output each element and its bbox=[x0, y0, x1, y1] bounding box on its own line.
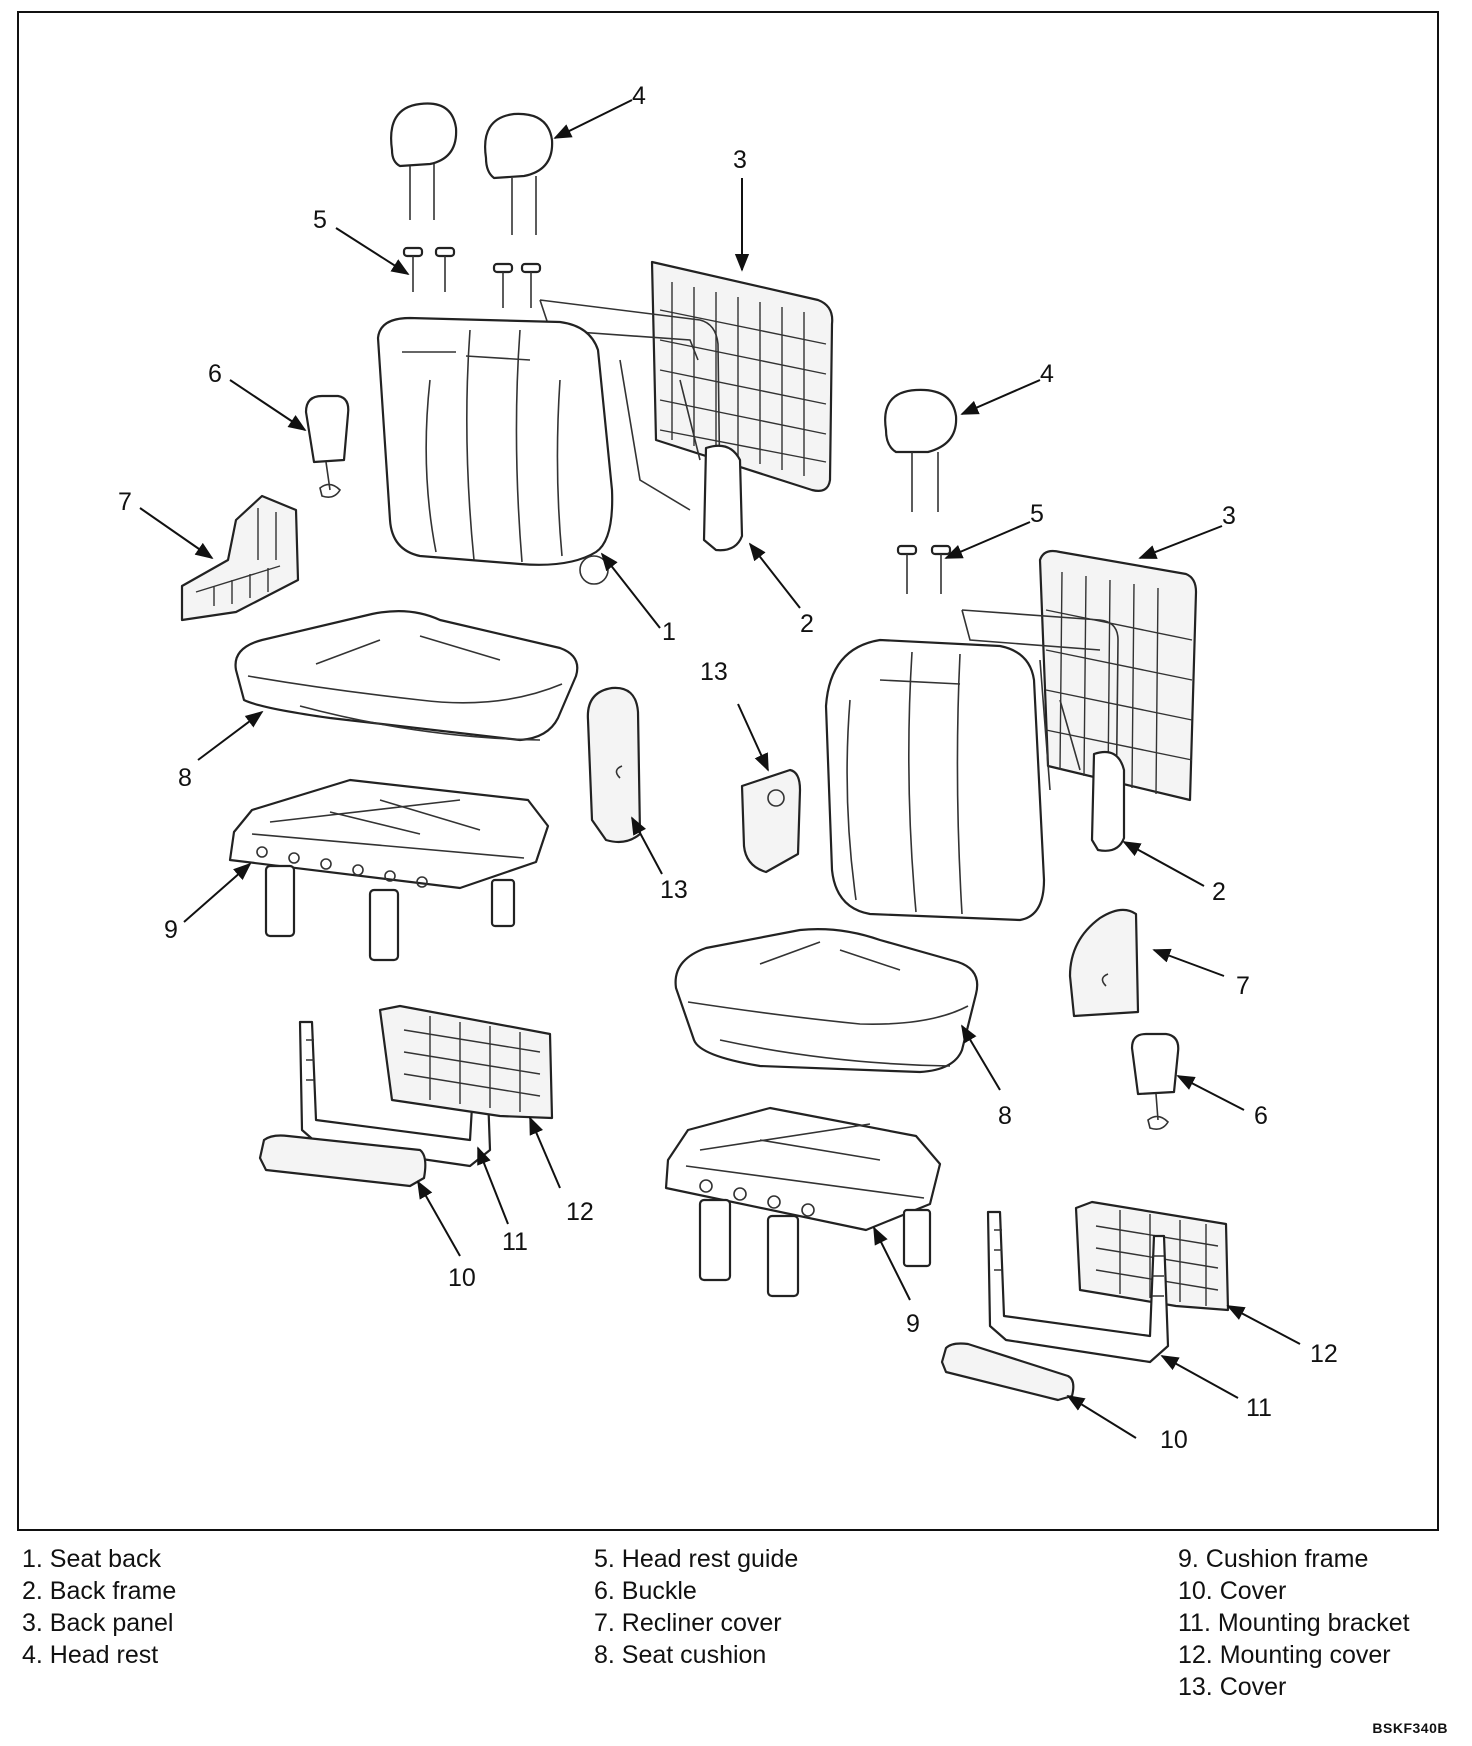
back-frame-left bbox=[539, 299, 744, 552]
head-rest-right bbox=[884, 388, 958, 512]
legend-item: 8. Seat cushion bbox=[594, 1641, 767, 1669]
legend-item: 9. Cushion frame bbox=[1178, 1545, 1369, 1573]
legend-item: 3. Back panel bbox=[22, 1609, 174, 1637]
cushion-frame-left bbox=[228, 778, 550, 962]
callout-11-right: 11 bbox=[1246, 1394, 1272, 1422]
legend-column-1: 1. Seat back 2. Back frame 3. Back panel… bbox=[22, 1543, 176, 1671]
callout-8-left: 8 bbox=[178, 764, 192, 792]
cover-right-13b bbox=[740, 768, 802, 874]
callout-5-right: 5 bbox=[1030, 500, 1044, 528]
legend-item: 1. Seat back bbox=[22, 1545, 161, 1573]
recliner-cover-right bbox=[1068, 908, 1140, 1018]
mounting-bracket-right bbox=[986, 1210, 1170, 1364]
document-code: BSKF340B bbox=[1372, 1720, 1448, 1736]
cover-left-10a bbox=[258, 1134, 427, 1188]
callout-12-right: 12 bbox=[1310, 1340, 1338, 1368]
callout-6-left: 6 bbox=[208, 360, 222, 388]
legend-item: 13. Cover bbox=[1178, 1673, 1287, 1701]
callout-6-right: 6 bbox=[1254, 1102, 1268, 1130]
back-panel-left bbox=[650, 260, 834, 492]
callout-4-left: 4 bbox=[632, 82, 646, 110]
legend-item: 12. Mounting cover bbox=[1178, 1641, 1391, 1669]
callout-3-left: 3 bbox=[733, 146, 747, 174]
buckle-left bbox=[304, 394, 350, 498]
seat-cushion-right bbox=[674, 928, 979, 1074]
cushion-frame-right bbox=[664, 1106, 942, 1298]
cover-left-13a bbox=[586, 686, 642, 844]
seat-back-left bbox=[376, 316, 614, 585]
cover-right-10b bbox=[940, 1342, 1075, 1402]
callout-12-left: 12 bbox=[566, 1198, 594, 1226]
callout-7-left: 7 bbox=[118, 488, 132, 516]
leader-lines bbox=[139, 99, 1301, 1439]
legend-column-2: 5. Head rest guide 6. Buckle 7. Recliner… bbox=[594, 1543, 798, 1671]
head-rest-left-2 bbox=[484, 112, 554, 235]
legend-column-3: 9. Cushion frame 10. Cover 11. Mounting … bbox=[1178, 1543, 1410, 1703]
callout-2-left: 2 bbox=[800, 610, 814, 638]
mounting-cover-left bbox=[378, 1004, 554, 1120]
seat-back-right bbox=[824, 638, 1046, 922]
callout-13-left: 13 bbox=[700, 658, 728, 686]
recliner-cover-left bbox=[180, 494, 300, 622]
callout-3-right: 3 bbox=[1222, 502, 1236, 530]
callout-9-right: 9 bbox=[906, 1310, 920, 1338]
head-rest-guides-right bbox=[896, 544, 952, 594]
seat-cushion-left bbox=[234, 610, 579, 742]
head-rest-left-1 bbox=[390, 102, 458, 220]
callout-8-right: 8 bbox=[998, 1102, 1012, 1130]
callout-10-right: 10 bbox=[1160, 1426, 1188, 1454]
legend-item: 10. Cover bbox=[1178, 1577, 1287, 1605]
callout-2-right: 2 bbox=[1212, 878, 1226, 906]
legend-item: 11. Mounting bracket bbox=[1178, 1609, 1410, 1637]
callout-9-left: 9 bbox=[164, 916, 178, 944]
legend-item: 5. Head rest guide bbox=[594, 1545, 799, 1573]
legend-item: 7. Recliner cover bbox=[594, 1609, 782, 1637]
legend-item: 6. Buckle bbox=[594, 1577, 697, 1605]
callout-5-left: 5 bbox=[313, 206, 327, 234]
callout-13-right: 13 bbox=[660, 876, 688, 904]
legend-item: 2. Back frame bbox=[22, 1577, 177, 1605]
callout-numbers: 4 3 5 6 7 1 2 8 13 13 9 4 5 3 2 7 8 6 12… bbox=[118, 82, 1338, 1454]
callout-7-right: 7 bbox=[1236, 972, 1250, 1000]
back-frame-right bbox=[961, 609, 1126, 852]
legend-item: 4. Head rest bbox=[22, 1641, 159, 1669]
callout-11-left: 11 bbox=[502, 1228, 528, 1256]
callout-4-right: 4 bbox=[1040, 360, 1054, 388]
callout-10-left: 10 bbox=[448, 1264, 476, 1292]
callout-1: 1 bbox=[662, 618, 676, 646]
buckle-right bbox=[1130, 1032, 1180, 1130]
head-rest-guides-left bbox=[402, 246, 542, 308]
